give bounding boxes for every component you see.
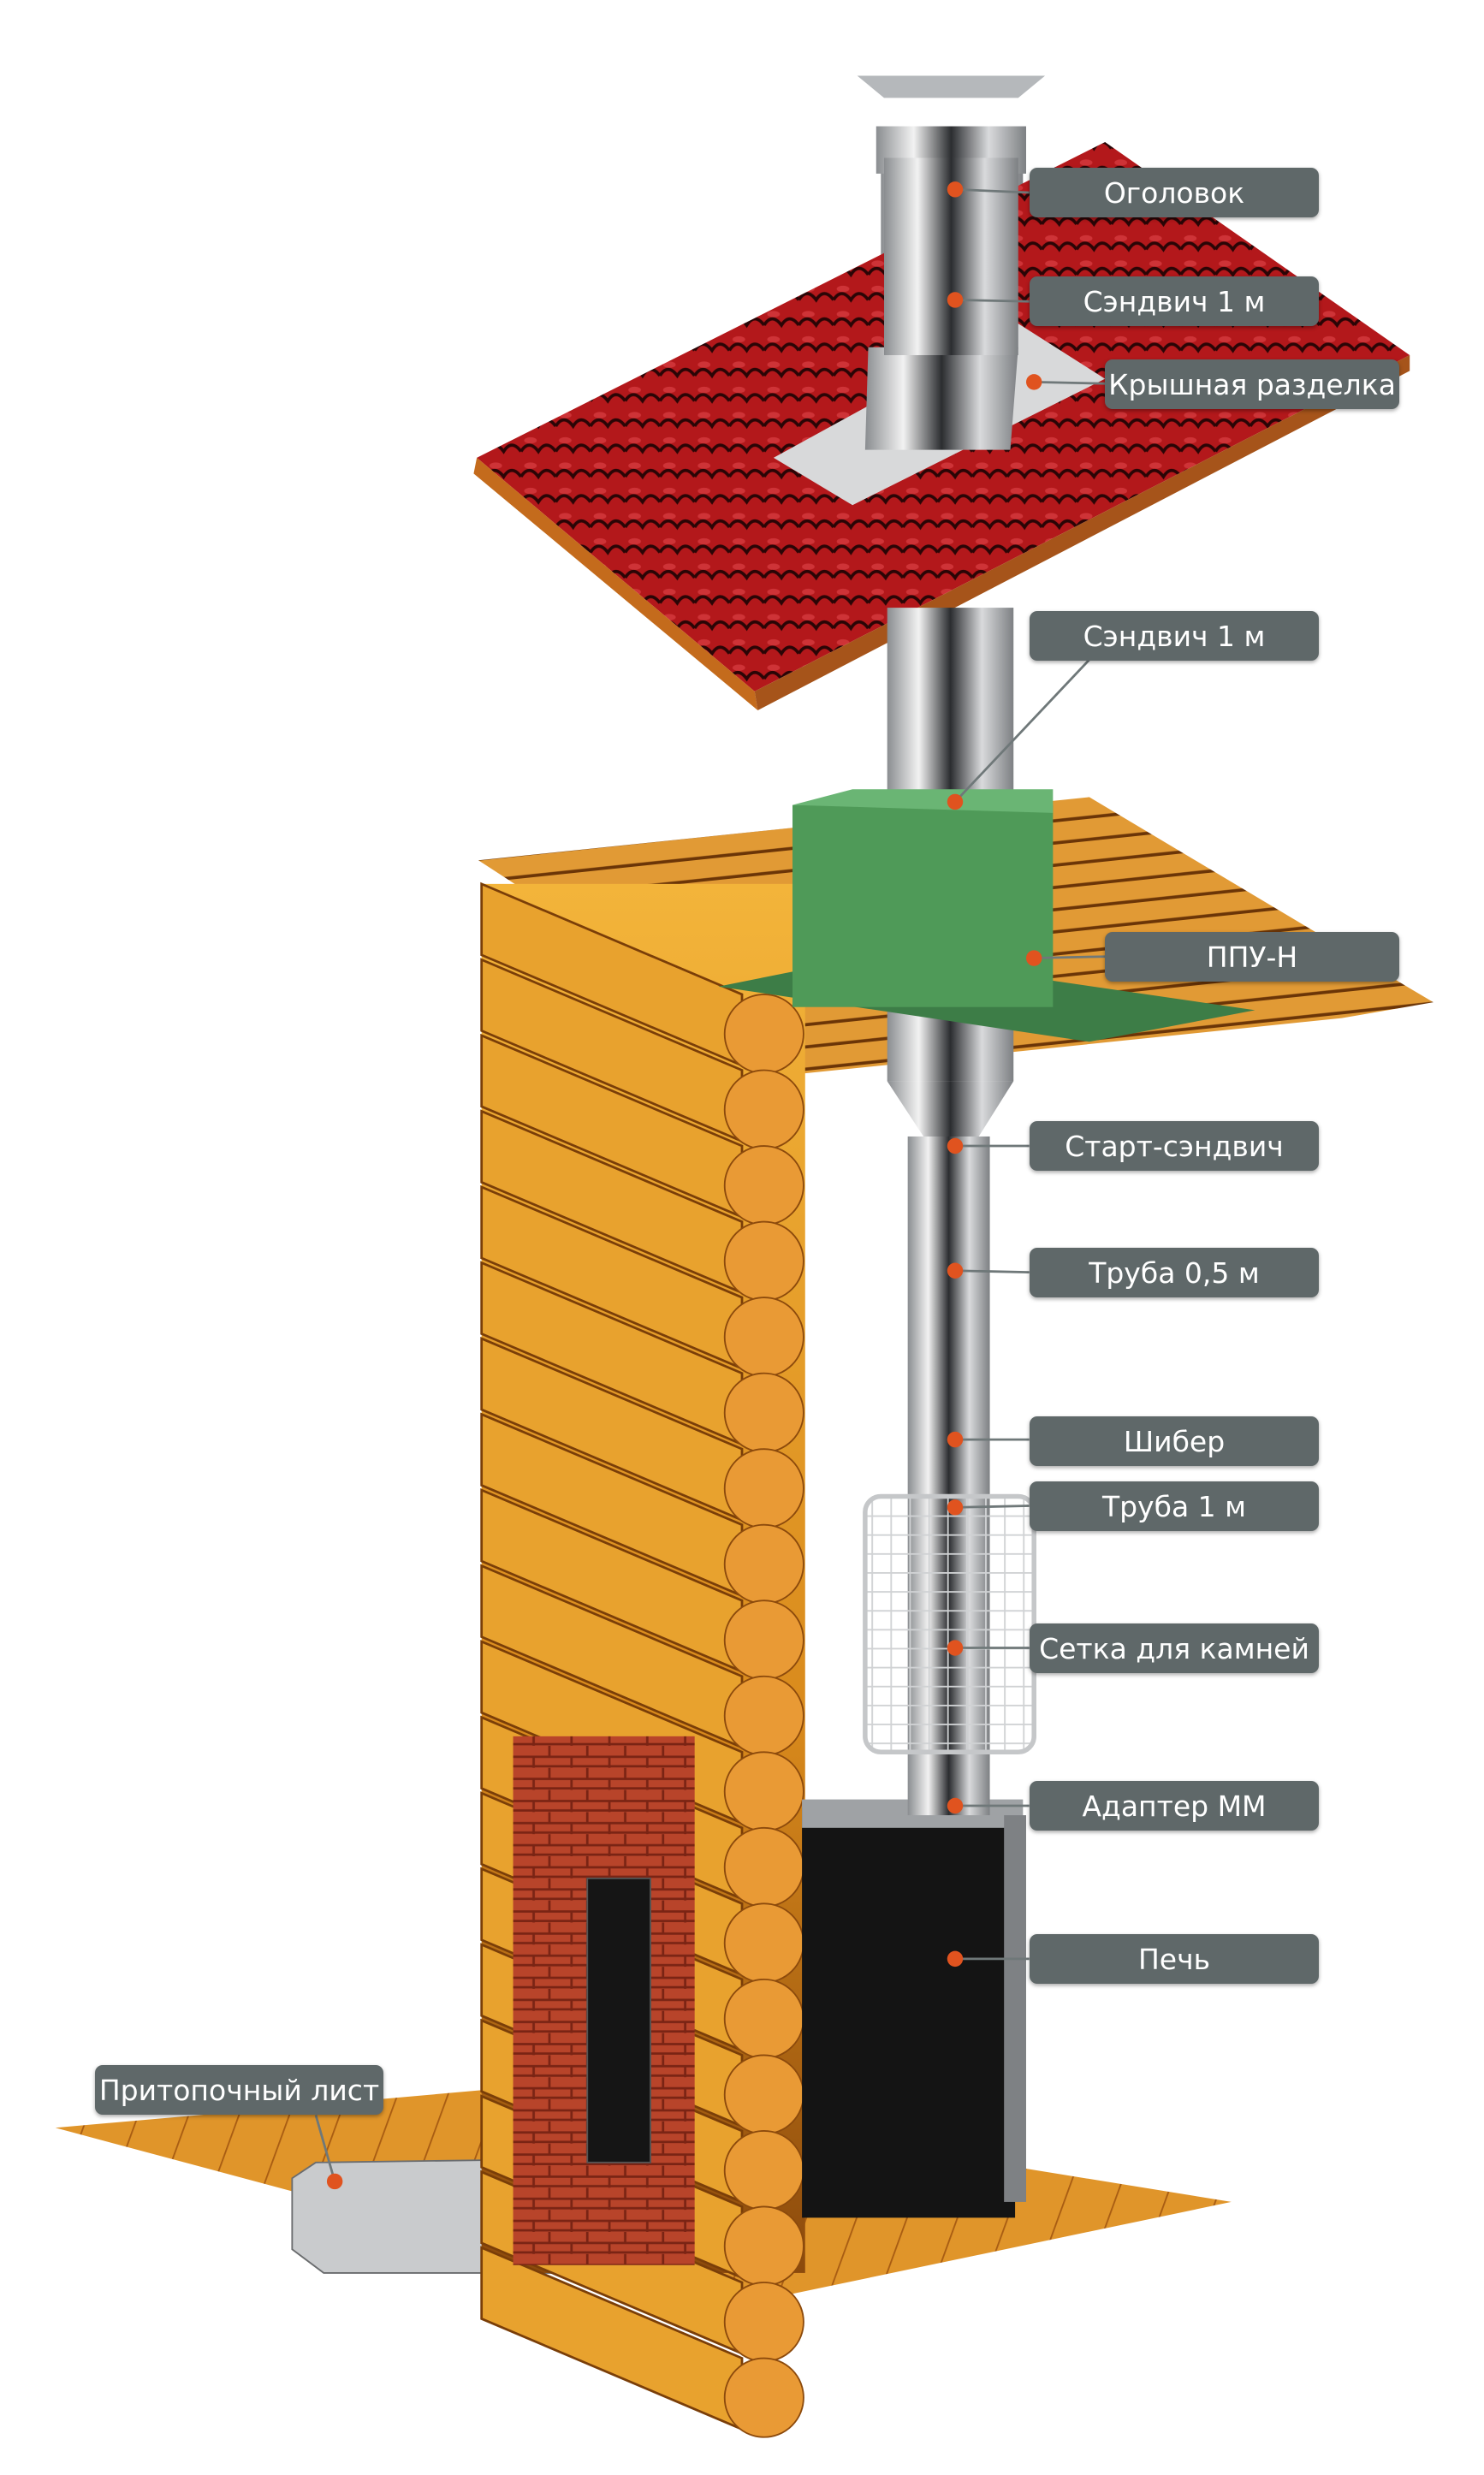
label-hearth-sheet: Притопочный лист: [95, 2065, 383, 2115]
marker-dot: [947, 793, 964, 810]
label-stone-grid: Сетка для камней: [1030, 1623, 1319, 1673]
marker-dot: [947, 1431, 964, 1448]
log-end: [723, 2205, 804, 2287]
log-end: [723, 1523, 804, 1605]
label-roof-passage: Крышная разделка: [1105, 359, 1399, 409]
stove-body: [802, 1807, 1016, 2218]
marker-dot: [947, 181, 964, 198]
leader-line: [954, 187, 1030, 194]
log-end: [723, 1372, 804, 1453]
marker-dot: [947, 1797, 964, 1814]
leader-line: [954, 299, 1030, 303]
fireplace-door: [586, 1877, 651, 2163]
marker-dot: [1025, 374, 1042, 390]
log-end: [723, 2282, 804, 2363]
label-adapter: Адаптер ММ: [1030, 1781, 1319, 1831]
marker-dot: [1025, 950, 1042, 966]
log-end: [723, 994, 804, 1075]
log-end: [723, 1902, 804, 1984]
label-ceiling-passage: ППУ-Н: [1105, 932, 1399, 982]
ceiling-box: [792, 804, 1054, 1007]
log-end: [723, 1297, 804, 1378]
log-end: [723, 1978, 804, 2060]
log-end: [723, 1145, 804, 1226]
log-end: [723, 1826, 804, 1908]
marker-dot: [947, 1640, 964, 1656]
log-end: [723, 2357, 804, 2438]
label-stove: Печь: [1030, 1934, 1319, 1984]
log-end: [723, 1220, 804, 1302]
log-end: [723, 1448, 804, 1529]
marker-dot: [947, 1137, 964, 1154]
log-end: [723, 1600, 804, 1681]
leader-line: [1034, 380, 1106, 385]
leader-line: [314, 2115, 336, 2182]
label-sandwich-middle: Сэндвич 1 м: [1030, 611, 1319, 661]
label-sandwich-top: Сэндвич 1 м: [1030, 276, 1319, 326]
label-chimney-cap: Оголовок: [1030, 168, 1319, 217]
label-pipe-half: Труба 0,5 м: [1030, 1248, 1319, 1297]
label-start-sandwich: Старт-сэндвич: [1030, 1121, 1319, 1171]
chimney-cap: [857, 75, 1046, 98]
marker-dot: [326, 2173, 343, 2190]
stone-grid: [863, 1493, 1036, 1755]
label-pipe-1m: Труба 1 м: [1030, 1481, 1319, 1531]
leader-line: [954, 1505, 1030, 1509]
log-end: [723, 1069, 804, 1150]
marker-dot: [947, 292, 964, 308]
marker-dot: [947, 1499, 964, 1516]
leader-line: [954, 1269, 1030, 1273]
leader-line: [1034, 955, 1106, 959]
marker-dot: [947, 1950, 964, 1968]
leader-line: [953, 659, 1090, 803]
log-end: [723, 1675, 804, 1756]
label-damper: Шибер: [1030, 1416, 1319, 1466]
log-end: [723, 2054, 804, 2135]
log-end: [723, 1751, 804, 1832]
marker-dot: [947, 1262, 964, 1279]
log-end: [723, 2130, 804, 2211]
